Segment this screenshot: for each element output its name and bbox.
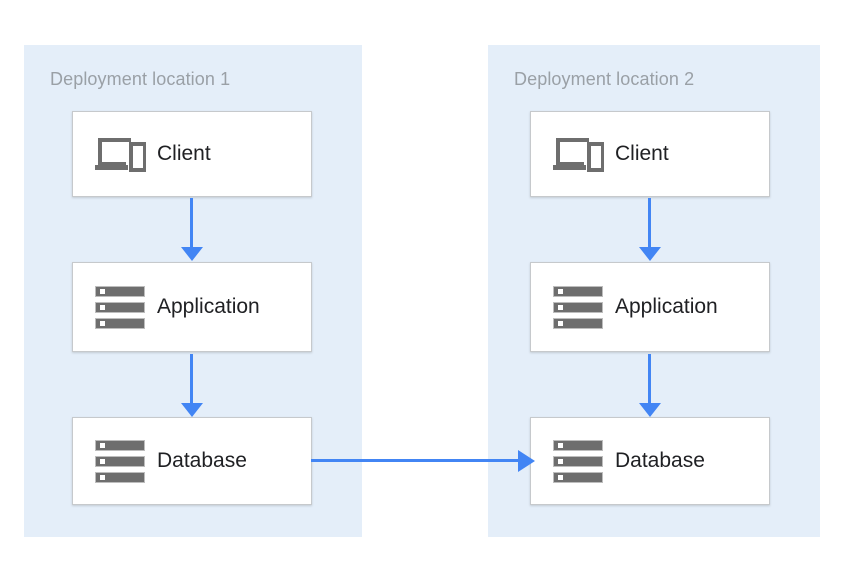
arrow-application-to-database-2 [648,354,651,404]
server-bar [95,301,145,313]
server-led [558,458,563,464]
server-led [558,320,563,326]
server-led [100,458,105,464]
server-led [100,474,105,480]
arrow-client-to-application-1 [190,198,193,248]
zone-2-title: Deployment location 2 [514,69,695,89]
server-bar [553,439,603,451]
node-database-1[interactable]: Database [72,417,312,505]
node-client-2-label: Client [615,142,669,165]
devices-icon [547,134,609,174]
node-application-2[interactable]: Application [530,262,770,352]
server-icon [547,285,609,329]
node-client-2[interactable]: Client [530,111,770,197]
server-led [558,442,563,448]
server-icon [89,285,151,329]
arrow-application-to-database-1 [190,354,193,404]
server-led [100,304,105,310]
node-application-1-label: Application [157,295,260,318]
server-led [558,288,563,294]
server-bar [553,455,603,467]
node-client-1[interactable]: Client [72,111,312,197]
node-database-1-label: Database [157,449,247,472]
server-bar [553,471,603,483]
arrow-database-to-database [311,459,519,462]
node-client-1-label: Client [157,142,211,165]
server-bar [95,317,145,329]
arrow-client-to-application-2 [648,198,651,248]
node-database-2[interactable]: Database [530,417,770,505]
devices-icon [89,134,151,174]
node-application-1[interactable]: Application [72,262,312,352]
server-bar [95,439,145,451]
zone-1-title: Deployment location 1 [50,69,231,89]
server-icon [89,439,151,483]
server-bar [95,455,145,467]
server-bar [553,285,603,297]
node-database-2-label: Database [615,449,705,472]
server-bar [553,301,603,313]
server-bar [95,471,145,483]
server-led [558,304,563,310]
server-led [100,320,105,326]
server-led [558,474,563,480]
server-bar [553,317,603,329]
node-application-2-label: Application [615,295,718,318]
server-bar [95,285,145,297]
server-icon [547,439,609,483]
server-led [100,442,105,448]
server-led [100,288,105,294]
